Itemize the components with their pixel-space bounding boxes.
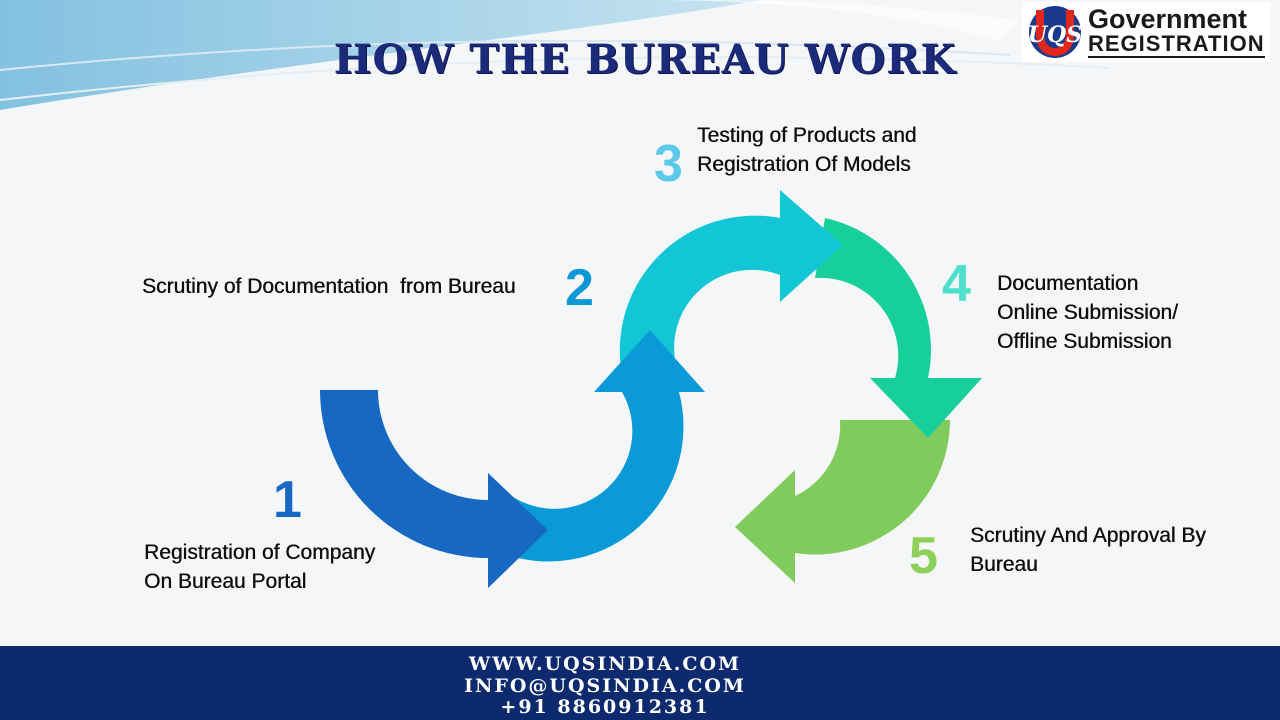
step-1-line-1: Registration of Company [144,541,376,564]
step-4-label: Documentation Online Submission/ Offline… [997,269,1178,356]
step-4-number: 4 [942,255,971,313]
step-5-line-2: Bureau [970,553,1038,576]
step-3-number: 3 [654,135,683,193]
page-title: HOW THE BUREAU WORK [333,36,957,83]
step-2-number: 2 [565,259,594,317]
step-5-label: Scrutiny And Approval By Bureau [970,521,1206,579]
step-4-line-1: Documentation [997,272,1139,295]
step-5-number: 5 [909,527,938,585]
arrow-step-3 [619,190,843,375]
step-5-line-1: Scrutiny And Approval By [970,524,1206,547]
uqs-government-registration-logo: UQS Government REGISTRATION [1022,2,1270,62]
step-2-line-1: Scrutiny of Documentation from Bureau [142,275,516,298]
step-4-line-2: Online Submission/ [997,301,1178,324]
step-3-label: Testing of Products and Registration Of … [697,121,916,179]
footer-website-link[interactable]: WWW.UQSINDIA.COM [468,653,742,675]
arrow-step-4 [815,218,982,438]
arrow-step-5 [735,420,950,583]
background-swoosh [0,0,1111,110]
logo-mark-text: UQS [1028,22,1082,48]
step-4-line-3: Offline Submission [997,330,1172,353]
step-1-line-2: On Bureau Portal [144,570,307,593]
step-2-label: Scrutiny of Documentation from Bureau [142,272,516,301]
step-1-label: Registration of Company On Bureau Portal [144,538,375,596]
footer-email-link[interactable]: INFO@UQSINDIA.COM [464,675,746,697]
arrow-step-2 [510,330,705,562]
step-1-number: 1 [273,471,302,529]
footer-phone-number: +91 8860912381 [500,696,710,718]
logo-line-2: REGISTRATION [1088,31,1265,58]
uqs-logo-mark: UQS [1028,6,1082,58]
contact-footer: WWW.UQSINDIA.COM INFO@UQSINDIA.COM +91 8… [0,646,1280,720]
logo-line-1: Government [1088,4,1248,34]
step-3-line-2: Registration Of Models [697,153,911,176]
step-3-line-1: Testing of Products and [697,124,917,147]
arrow-step-1 [320,390,548,588]
